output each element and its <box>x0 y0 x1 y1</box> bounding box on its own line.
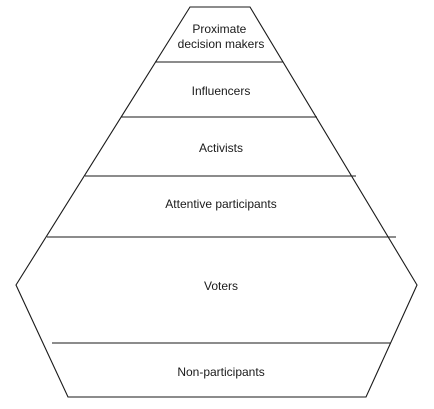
level-activists: Activists <box>199 141 243 155</box>
pyramid-outline <box>15 6 418 398</box>
level-voters: Voters <box>204 279 238 293</box>
level-influencers: Influencers <box>192 84 251 98</box>
level-proximate-decision-makers: Proximate decision makers <box>178 22 265 51</box>
level-non-participants: Non-participants <box>177 365 264 379</box>
level-1-line-2: decision makers <box>178 37 265 51</box>
level-1-line-1: Proximate <box>192 22 246 36</box>
level-attentive-participants: Attentive participants <box>165 197 276 211</box>
